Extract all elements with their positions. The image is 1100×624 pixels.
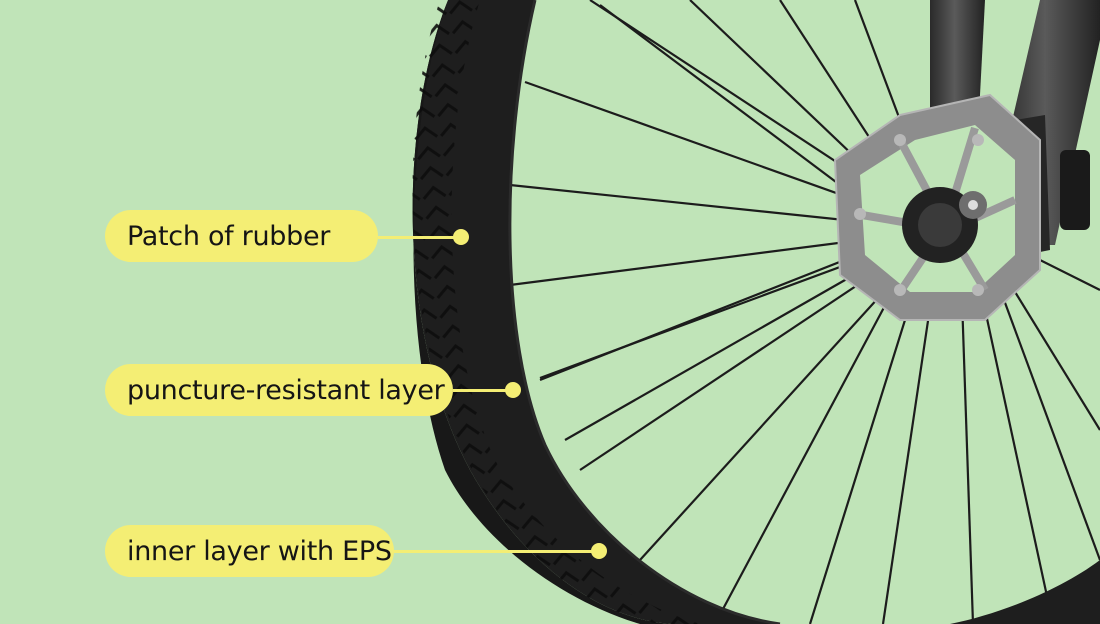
label-inner-layer-eps: inner layer with EPS [105,525,394,577]
label-text: Patch of rubber [127,220,331,252]
label-text: inner layer with EPS [127,535,392,567]
label-puncture-resistant-layer: puncture-resistant layer [105,364,453,416]
label-patch-of-rubber: Patch of rubber [105,210,378,262]
label-text: puncture-resistant layer [127,374,445,406]
disc-brake-rotor [833,93,1041,321]
wheel-group [412,0,1100,624]
tire [412,0,1100,624]
